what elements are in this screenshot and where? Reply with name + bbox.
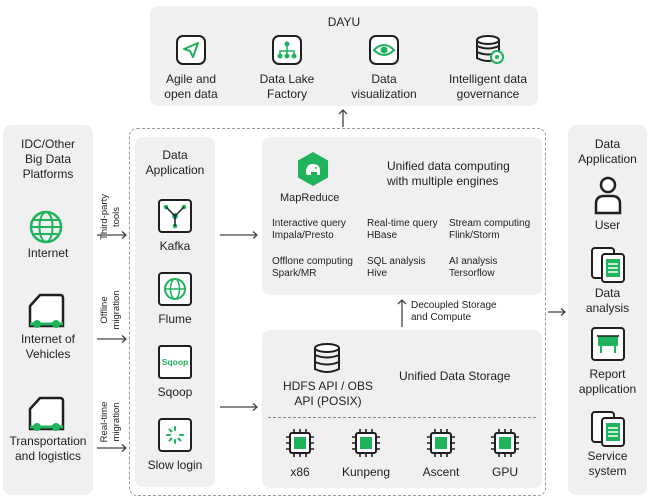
compute-cell-sub: Tersorflow — [449, 268, 495, 279]
database-icon — [314, 343, 340, 373]
arrow-offline — [97, 335, 127, 343]
dayu-panel — [150, 6, 538, 106]
compute-cell-title: Stream computing — [449, 218, 531, 229]
dayu-item-data-lake: Data Lake Factory — [259, 72, 315, 101]
storage-divider — [268, 417, 536, 418]
right-item-service: Service system — [587, 449, 628, 478]
document-icon — [591, 247, 625, 283]
chip-label-x86: x86 — [290, 465, 310, 479]
left-item-vehicles: Internet of Vehicles — [20, 332, 76, 361]
network-icon — [272, 35, 302, 65]
globe-icon — [29, 210, 63, 244]
chip-icon — [352, 429, 380, 457]
arrow-to-right-panel — [548, 308, 566, 316]
mapreduce-elephant-icon — [298, 152, 328, 186]
compute-cell-sub: HBase — [367, 230, 398, 241]
dayu-title: DAYU — [327, 15, 361, 29]
compute-cell-sub: Hive — [367, 268, 388, 279]
arrow-up-dayu — [338, 109, 348, 127]
arrow-third-party — [97, 231, 127, 239]
database-gear-icon — [476, 35, 504, 64]
chip-label-gpu: GPU — [491, 465, 518, 479]
user-icon — [594, 176, 622, 215]
compute-cell-title: Interactive query — [272, 218, 346, 229]
compute-cell-sub: Spark/MR — [272, 268, 317, 279]
compute-engine-label: MapReduce — [280, 192, 340, 204]
compute-cell-realtime: Real-time query HBase — [367, 218, 452, 242]
loading-icon — [158, 418, 192, 452]
arrow-decoupled-up — [397, 299, 407, 327]
arrow-to-compute — [220, 231, 258, 239]
storage-panel — [262, 330, 542, 488]
right-title: Data Application — [578, 137, 637, 166]
left-item-internet: Internet — [27, 246, 69, 260]
chip-icon — [286, 429, 314, 457]
compute-cell-sql: SQL analysis Hive — [367, 256, 452, 280]
compute-cell-title: Offlone computing — [272, 256, 353, 267]
app-column-title: Data Application — [145, 148, 205, 177]
arrow-to-storage — [220, 403, 258, 411]
chip-label-kunpeng: Kunpeng — [341, 465, 391, 479]
app-item-sqoop: Sqoop — [157, 385, 193, 399]
right-item-user: User — [594, 218, 621, 232]
chip-icon — [491, 429, 519, 457]
compute-cell-interactive: Interactive query Impala/Presto — [272, 218, 367, 242]
compute-cell-title: SQL analysis — [367, 256, 426, 267]
storage-title: Unified Data Storage — [399, 369, 511, 383]
chip-label-ascent: Ascent — [422, 465, 460, 479]
compute-cell-title: Real-time query — [367, 218, 438, 229]
left-title: IDC/Other Big Data Platforms — [20, 137, 75, 181]
arrow-realtime — [97, 444, 127, 452]
compute-cell-ai: AI analysis Tersorflow — [449, 256, 541, 280]
right-item-data-analysis: Data analysis — [585, 286, 630, 315]
right-item-report: Report application — [578, 367, 637, 396]
kafka-icon — [158, 199, 192, 233]
storage-api-label: HDFS API / OBS API (POSIX) — [282, 379, 374, 408]
app-item-slow-login: Slow login — [147, 458, 203, 472]
compute-title: Unified data computing with multiple eng… — [387, 159, 510, 188]
send-icon — [176, 35, 206, 65]
chip-icon — [427, 429, 455, 457]
platform-dashed-border — [129, 128, 546, 496]
arrow-label-offline: Offline migration — [99, 290, 122, 330]
vehicle-icon — [28, 293, 65, 328]
compute-cell-stream: Stream computing Flink/Storm — [449, 218, 541, 242]
service-document-icon — [591, 411, 625, 447]
app-item-flume: Flume — [158, 312, 192, 326]
app-item-kafka: Kafka — [159, 239, 191, 253]
flume-icon — [158, 272, 192, 306]
compute-cell-sub: Impala/Presto — [272, 230, 334, 241]
report-board-icon — [591, 327, 625, 361]
sqoop-icon-text: Sqoop — [161, 357, 189, 367]
dayu-item-agile: Agile and open data — [164, 72, 218, 101]
truck-icon — [28, 396, 65, 431]
eye-icon — [369, 35, 399, 65]
compute-cell-offline: Offlone computing Spark/MR — [272, 256, 367, 280]
decoupled-label: Decoupled Storage and Compute — [411, 300, 497, 323]
compute-cell-title: AI analysis — [449, 256, 498, 267]
left-item-logistics: Transportation and logistics — [9, 434, 87, 463]
dayu-item-governance: Intelligent data governance — [448, 72, 528, 101]
compute-cell-sub: Flink/Storm — [449, 230, 500, 241]
dayu-item-visualization: Data visualization — [351, 72, 417, 101]
sqoop-icon: Sqoop — [158, 345, 192, 379]
